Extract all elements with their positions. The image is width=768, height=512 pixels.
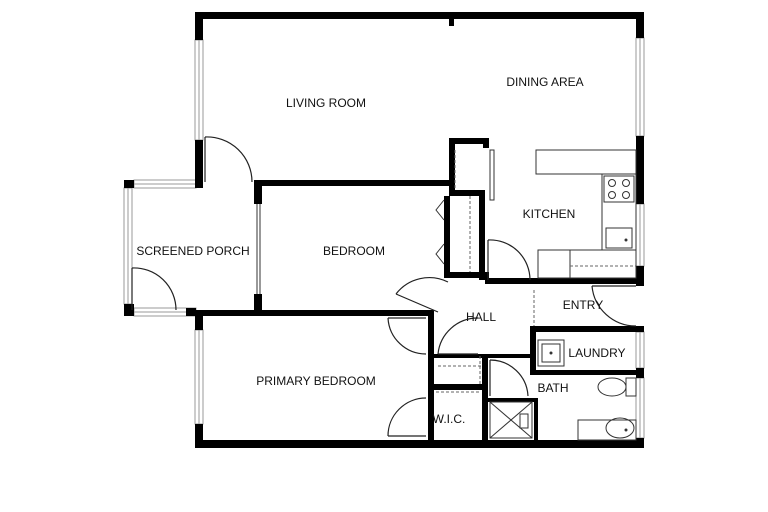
sliding-door[interactable]: [256, 204, 261, 294]
doors: [131, 136, 637, 437]
kitchen-counter: [537, 249, 637, 279]
room-label-bedroom: BEDROOM: [323, 244, 385, 258]
room-label-living-room: LIVING ROOM: [286, 96, 366, 110]
stove: [603, 175, 635, 203]
refrigerator: [489, 149, 495, 201]
room-label-dining-area: DINING AREA: [506, 75, 583, 89]
door[interactable]: [387, 317, 427, 355]
toilet: [597, 377, 637, 397]
closet-bifold-door[interactable]: [435, 199, 445, 265]
room-labels: LIVING ROOM DINING AREA KITCHEN SCREENED…: [136, 75, 625, 426]
door[interactable]: [131, 267, 177, 311]
room-label-kitchen: KITCHEN: [523, 207, 576, 221]
kitchen-counter: [601, 173, 637, 251]
kitchen-sink: [605, 227, 633, 249]
room-label-laundry: LAUNDRY: [568, 346, 625, 360]
door[interactable]: [489, 359, 529, 397]
room-label-bath: BATH: [537, 381, 568, 395]
room-label-entry: ENTRY: [563, 298, 603, 312]
room-label-screened-porch: SCREENED PORCH: [136, 244, 249, 258]
door[interactable]: [487, 239, 531, 281]
door[interactable]: [204, 136, 253, 183]
door[interactable]: [591, 285, 637, 327]
bath-vanity: [577, 417, 637, 441]
shower: [489, 401, 533, 439]
room-label-wic: W.I.C.: [433, 412, 466, 426]
kitchen-counter: [535, 149, 637, 175]
walls: [124, 12, 644, 448]
room-label-hall: HALL: [466, 310, 496, 324]
room-label-primary-bedroom: PRIMARY BEDROOM: [256, 374, 376, 388]
laundry-sink: [537, 339, 565, 367]
fixtures: [436, 149, 637, 441]
door[interactable]: [437, 317, 479, 355]
door[interactable]: [395, 277, 449, 313]
windows: [123, 37, 645, 439]
door[interactable]: [387, 397, 427, 437]
